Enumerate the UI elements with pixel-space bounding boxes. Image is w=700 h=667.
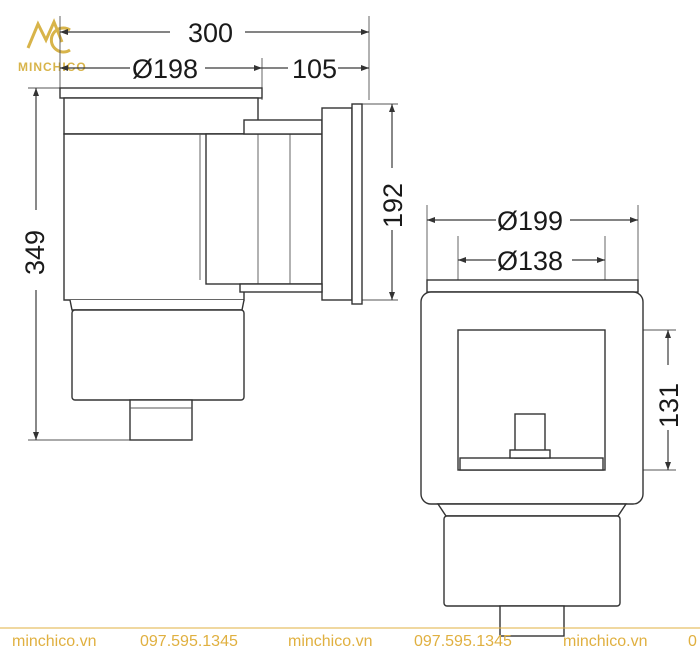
dim-overall-width: 300 xyxy=(188,18,233,48)
brand-logo: MINCHICO xyxy=(18,18,87,74)
dim-inner-diameter: Ø138 xyxy=(497,246,563,276)
footer-website-2: minchico.vn xyxy=(288,633,372,650)
front-outlet-pipe xyxy=(499,605,565,637)
front-view: Ø199 Ø138 131 xyxy=(420,205,684,637)
mouth-frame xyxy=(321,107,353,301)
footer-trailing: 0 xyxy=(688,633,697,650)
dim-opening-height: 131 xyxy=(654,383,684,428)
mouth-face-plate xyxy=(351,103,363,305)
lower-basket xyxy=(71,309,245,401)
dim-outer-diameter: Ø199 xyxy=(497,206,563,236)
logo-mark-icon xyxy=(26,18,64,49)
footer-phone: 097.595.1345 xyxy=(140,633,238,650)
dim-top-diameter: Ø198 xyxy=(132,54,198,84)
footer-website: minchico.vn xyxy=(12,633,96,650)
dim-mouth-height: 192 xyxy=(378,183,408,228)
dim-height: 349 xyxy=(20,230,50,275)
side-view: 300 Ø198 105 349 192 xyxy=(20,16,408,441)
dim-extension: 105 xyxy=(292,54,337,84)
footer-website-3: minchico.vn xyxy=(563,633,647,650)
front-top-flange xyxy=(426,279,639,293)
mouth-extension xyxy=(205,133,323,285)
top-flange xyxy=(59,87,263,99)
outlet-pipe xyxy=(129,399,193,441)
logo-text: MINCHICO xyxy=(18,60,87,74)
footer-strip: minchico.vn 097.595.1345 minchico.vn 097… xyxy=(0,627,700,650)
footer-phone-2: 097.595.1345 xyxy=(414,633,512,650)
front-lower-body xyxy=(443,515,621,607)
